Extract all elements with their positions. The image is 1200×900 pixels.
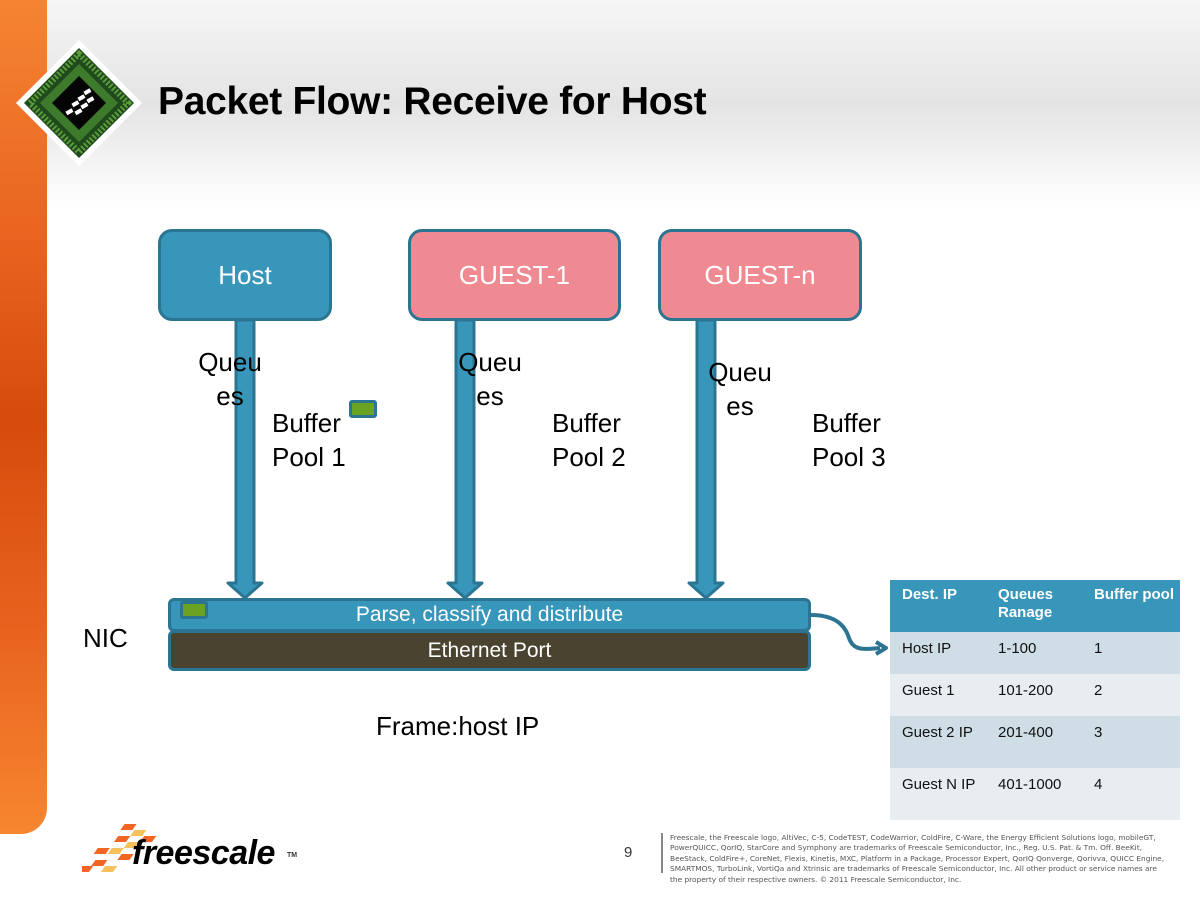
table-header-cell: Buffer pool [1082,580,1180,632]
connector-arrow-to-table [810,613,888,656]
buffer-chip-icon [180,601,208,619]
table-row: Guest 2 IP 201-400 3 [890,716,1180,768]
queues-label-line: es [476,381,504,411]
table-cell: Guest N IP [890,768,986,820]
table-cell: 1-100 [986,632,1082,674]
page-number: 9 [624,844,633,861]
nic-label: NIC [83,623,128,653]
buffer-pool-line: Buffer [272,408,341,438]
buffer-pool-line: Pool 3 [812,442,886,472]
table-cell: 101-200 [986,674,1082,716]
arrow-guest-1 [446,318,484,600]
trademark-symbol: TM [287,852,298,859]
table-cell: Guest 2 IP [890,716,986,768]
orange-side-bar [0,0,47,834]
vm-label: Host [218,259,272,290]
table-header-cell: Queues Ranage [986,580,1082,632]
table-cell: 2 [1082,674,1180,716]
chip-logo-icon [16,40,142,166]
queues-label-line: Queu [458,347,522,377]
table-cell: 201-400 [986,716,1082,768]
buffer-pool-line: Buffer [812,408,881,438]
parse-classify-block: Parse, classify and distribute [168,598,811,632]
legal-notice: Freescale, the Freescale logo, AltiVec, … [670,833,1165,884]
header-band [47,0,1200,210]
freescale-logo-icon [82,824,157,872]
queues-label-line: Queu [708,357,772,387]
table-cell: 4 [1082,768,1180,820]
buffer-pool-line: Pool 2 [552,442,626,472]
buffer-chip-icon [349,400,377,418]
buffer-pool-line: Pool 1 [272,442,346,472]
arrow-guest-n [687,318,725,600]
buffer-pool-1-label: Buffer Pool 1 [272,406,346,474]
freescale-wordmark: freescale [132,834,275,872]
queues-label-guest-n: Queu es [700,355,780,423]
footer-divider [661,833,663,873]
frame-label: Frame:host IP [376,711,540,741]
vm-box-guest-1: GUEST-1 [408,229,621,321]
vm-label: GUEST-1 [458,259,571,290]
table-cell: Guest 1 [890,674,986,716]
buffer-pool-2-label: Buffer Pool 2 [552,406,626,474]
queues-label-line: es [216,381,244,411]
table-cell: 401-1000 [986,768,1082,820]
table-row: Guest 1 101-200 2 [890,674,1180,716]
slide-title: Packet Flow: Receive for Host [158,80,707,123]
table-row: Host IP 1-100 1 [890,632,1180,674]
vm-box-guest-n: GUEST-n [658,229,862,321]
queues-label-line: Queu [198,347,262,377]
queues-label-line: es [726,391,754,421]
table-row: Guest N IP 401-1000 4 [890,768,1180,820]
table-cell: 1 [1082,632,1180,674]
table-header-cell: Dest. IP [890,580,986,632]
vm-label: GUEST-n [704,259,816,290]
dest-ip-table: Dest. IP Queues Ranage Buffer pool Host … [890,580,1180,820]
table-cell: 3 [1082,716,1180,768]
queues-label-host: Queu es [190,345,270,413]
queues-label-guest-1: Queu es [450,345,530,413]
arrow-host [226,318,264,600]
table-cell: Host IP [890,632,986,674]
buffer-pool-line: Buffer [552,408,621,438]
table-header-row: Dest. IP Queues Ranage Buffer pool [890,580,1180,632]
vm-box-host: Host [158,229,332,321]
ethernet-port-block: Ethernet Port [168,630,811,671]
buffer-pool-3-label: Buffer Pool 3 [812,406,886,474]
